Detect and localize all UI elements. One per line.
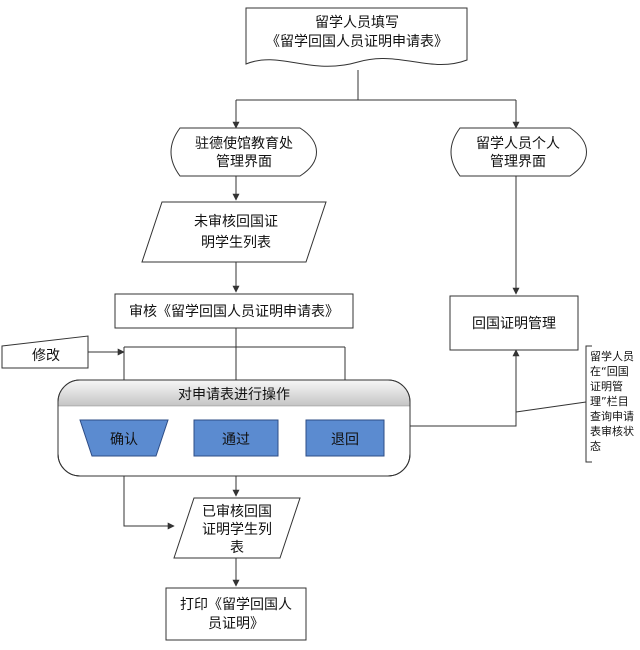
node-review: 审核《留学回国人员证明申请表》	[114, 293, 354, 329]
embassy-line-2: 管理界面	[216, 154, 272, 170]
reviewed-line-3: 表	[230, 540, 244, 556]
annotation-line-6: 表审核状	[590, 424, 634, 438]
print-line-1: 打印《留学回国人	[180, 596, 292, 613]
unreviewed-line-2: 明学生列表	[201, 235, 271, 251]
node-personal: 留学人员个人 管理界面	[450, 127, 587, 177]
node-pass: 通过	[193, 419, 279, 457]
node-annotation: 留学人员 在“回国 证明管 理”栏目 查询申请 表审核状 态	[585, 345, 634, 463]
review-label: 审核《留学回国人员证明申请表》	[129, 304, 339, 320]
reviewed-line-1: 已审核回国	[202, 504, 272, 520]
reviewed-line-2: 证明学生列	[202, 522, 272, 538]
certmgmt-label: 回国证明管理	[472, 316, 556, 332]
pass-label: 通过	[222, 432, 250, 448]
node-modify: 修改	[1, 335, 89, 369]
node-reviewed: 已审核回国 证明学生列 表	[173, 497, 301, 559]
connector-confirm-reviewed	[123, 456, 175, 530]
embassy-line-1: 驻德使馆教育处	[195, 135, 293, 152]
node-confirm: 确认	[79, 419, 169, 457]
connector-annotation	[515, 401, 587, 413]
print-line-2: 员证明》	[208, 616, 264, 632]
personal-line-1: 留学人员个人	[476, 136, 560, 152]
node-reject: 退回	[305, 419, 385, 457]
node-certmgmt: 回国证明管理	[449, 295, 579, 351]
annotation-line-1: 留学人员	[590, 349, 634, 363]
personal-line-2: 管理界面	[490, 154, 546, 170]
annotation-line-3: 证明管	[590, 379, 623, 393]
annotation-line-4: 理”栏目	[590, 394, 629, 408]
reject-label: 退回	[331, 432, 359, 448]
node-print: 打印《留学回国人 员证明》	[165, 587, 307, 641]
annotation-line-7: 态	[590, 440, 601, 453]
confirm-label: 确认	[110, 432, 138, 448]
start-line-1: 留学人员填写	[315, 15, 399, 31]
connector-ops-certmgmt	[410, 349, 520, 427]
annotation-line-5: 查询申请	[590, 409, 634, 423]
unreviewed-line-1: 未审核回国证	[194, 214, 278, 230]
annotation-line-2: 在“回国	[590, 365, 629, 378]
node-unreviewed: 未审核回国证 明学生列表	[141, 201, 327, 263]
modify-label: 修改	[32, 348, 60, 364]
node-start: 留学人员填写 《留学回国人员证明申请表》	[245, 7, 468, 67]
start-line-2: 《留学回国人员证明申请表》	[266, 34, 448, 50]
node-embassy: 驻德使馆教育处 管理界面	[170, 127, 317, 177]
operate-title: 对申请表进行操作	[178, 387, 290, 403]
